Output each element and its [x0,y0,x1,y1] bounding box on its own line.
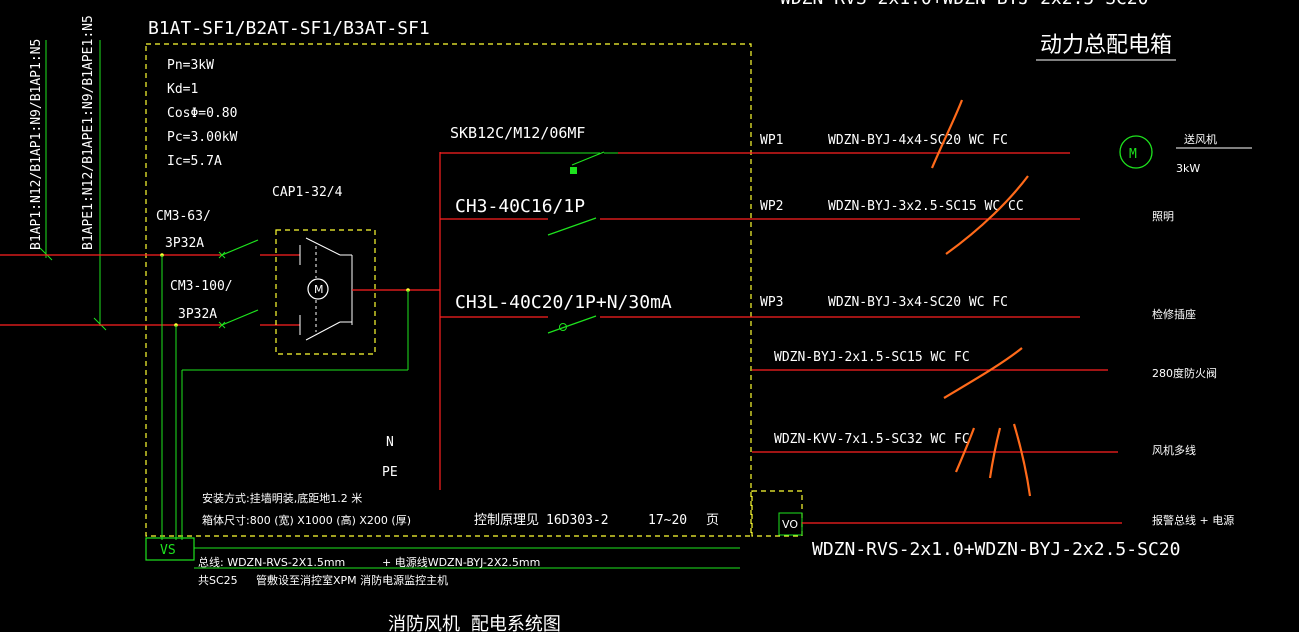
control-pages: 17~20 [648,513,687,528]
control-atlas: 16D303-2 [546,513,609,528]
load3-name: 检修插座 [1152,307,1196,321]
branch2-device: CH3-40C16/1P [455,196,585,217]
load2-name: 照明 [1152,210,1174,223]
fan-motor-icon [1119,135,1153,169]
branch3-rcd-icon [559,323,567,331]
branch2-switch-blade [547,217,597,236]
in2-rating: 3P32A [178,307,217,322]
in1-switch-blade [221,239,259,256]
vo-module [778,512,803,536]
ats-motor-icon [307,278,329,300]
param-pn: Pn=3kW [167,58,214,73]
incoming-label-2: B1APE1:N12/B1APE1:N9/B1APE1:N5 [81,15,96,250]
markup-stroke-1 [930,99,964,169]
conduit-route: 管敷设至消控室XPM 消防电源监控主机 [256,573,448,587]
branch4-cable: WDZN-BYJ-2x1.5-SC15 WC FC [774,350,970,365]
ats-enclosure [275,229,376,355]
ats-label: CAP1-32/4 [272,185,343,200]
box-label: B1AT-SF1/B2AT-SF1/B3AT-SF1 [148,18,430,39]
load1-power: 3kW [1176,162,1200,175]
branch3-cable: WDZN-BYJ-3x4-SC20 WC FC [828,295,1008,310]
ats-blade-2 [305,321,341,341]
in2-type: CM3-100/ [170,279,233,294]
markup-stroke-3 [943,347,1023,399]
branch5-cable: WDZN-KVV-7x1.5-SC32 WC FC [774,432,970,447]
top-cutoff-text: WDZN-RVS-2x1.0+WDZN-BYJ-2x2.5-SC20 [780,0,1148,9]
vo-module-label: VO [782,518,798,531]
ats-blade-1 [305,237,341,256]
branch2-cable: WDZN-BYJ-3x2.5-SC15 WC CC [828,199,1024,214]
branch3-circuit: WP3 [760,295,783,310]
in1-type: CM3-63/ [156,209,211,224]
panel-enclosure [145,43,752,537]
in1-rating: 3P32A [165,236,204,251]
branch1-circuit: WP1 [760,133,783,148]
param-ic: Ic=5.7A [167,154,222,169]
in2-switch-blade [221,309,259,326]
markup-stroke-2 [945,175,1029,255]
load1-name: 送风机 [1184,132,1217,146]
panel-title: 动力总配电箱 [1040,33,1172,58]
load6-name: 报警总线 + 电源 [1152,513,1234,527]
load4-name: 280度防火阀 [1152,366,1217,380]
power-note: + 电源线WDZN-BYJ-2X2.5mm [382,555,540,569]
vs-module [145,537,195,561]
vs-module-label: VS [160,543,176,558]
branch2-circuit: WP2 [760,199,783,214]
pe-label: PE [382,465,398,480]
markup-stroke-4 [954,427,976,473]
conduit-note: 共SC25 [198,574,238,587]
param-cos: CosΦ=0.80 [167,106,237,121]
in2-x-b [218,321,226,329]
bus-note: 总线: WDZN-RVS-2X1.5mm [198,555,345,569]
incoming-tick-2 [93,317,107,331]
load5-name: 风机多线 [1152,443,1196,457]
branch6-cable: WDZN-RVS-2x1.0+WDZN-BYJ-2x2.5-SC20 [812,539,1180,560]
control-page-unit: 页 [706,513,719,528]
in1-x-b [218,251,226,259]
size-note: 箱体尺寸:800 (宽) X1000 (高) X200 (厚) [202,513,411,527]
markup-stroke-5 [988,427,1002,479]
n-label: N [386,435,394,450]
branch1-switch-blade [571,151,605,166]
branch1-aux-contact [570,167,577,174]
fan-motor-letter: M [1129,147,1137,162]
branch1-cable: WDZN-BYJ-4x4-SC20 WC FC [828,133,1008,148]
drawing-caption: 消防风机 配电系统图 [388,614,561,632]
markup-stroke-6 [1012,423,1032,497]
incoming-tick-1 [39,247,53,261]
incoming-label-1: B1AP1:N12/B1AP1:N9/B1AP1:N5 [29,39,44,250]
param-pc: Pc=3.00kW [167,130,238,145]
param-kd: Kd=1 [167,82,198,97]
branch3-device: CH3L-40C20/1P+N/30mA [455,292,672,313]
branch1-device: SKB12C/M12/06MF [450,124,585,142]
ats-motor-letter: M [314,283,324,296]
control-ref: 控制原理见 [474,513,539,528]
install-note: 安装方式:挂墙明装,底距地1.2 米 [202,491,362,505]
branch3-switch-blade [547,315,597,334]
